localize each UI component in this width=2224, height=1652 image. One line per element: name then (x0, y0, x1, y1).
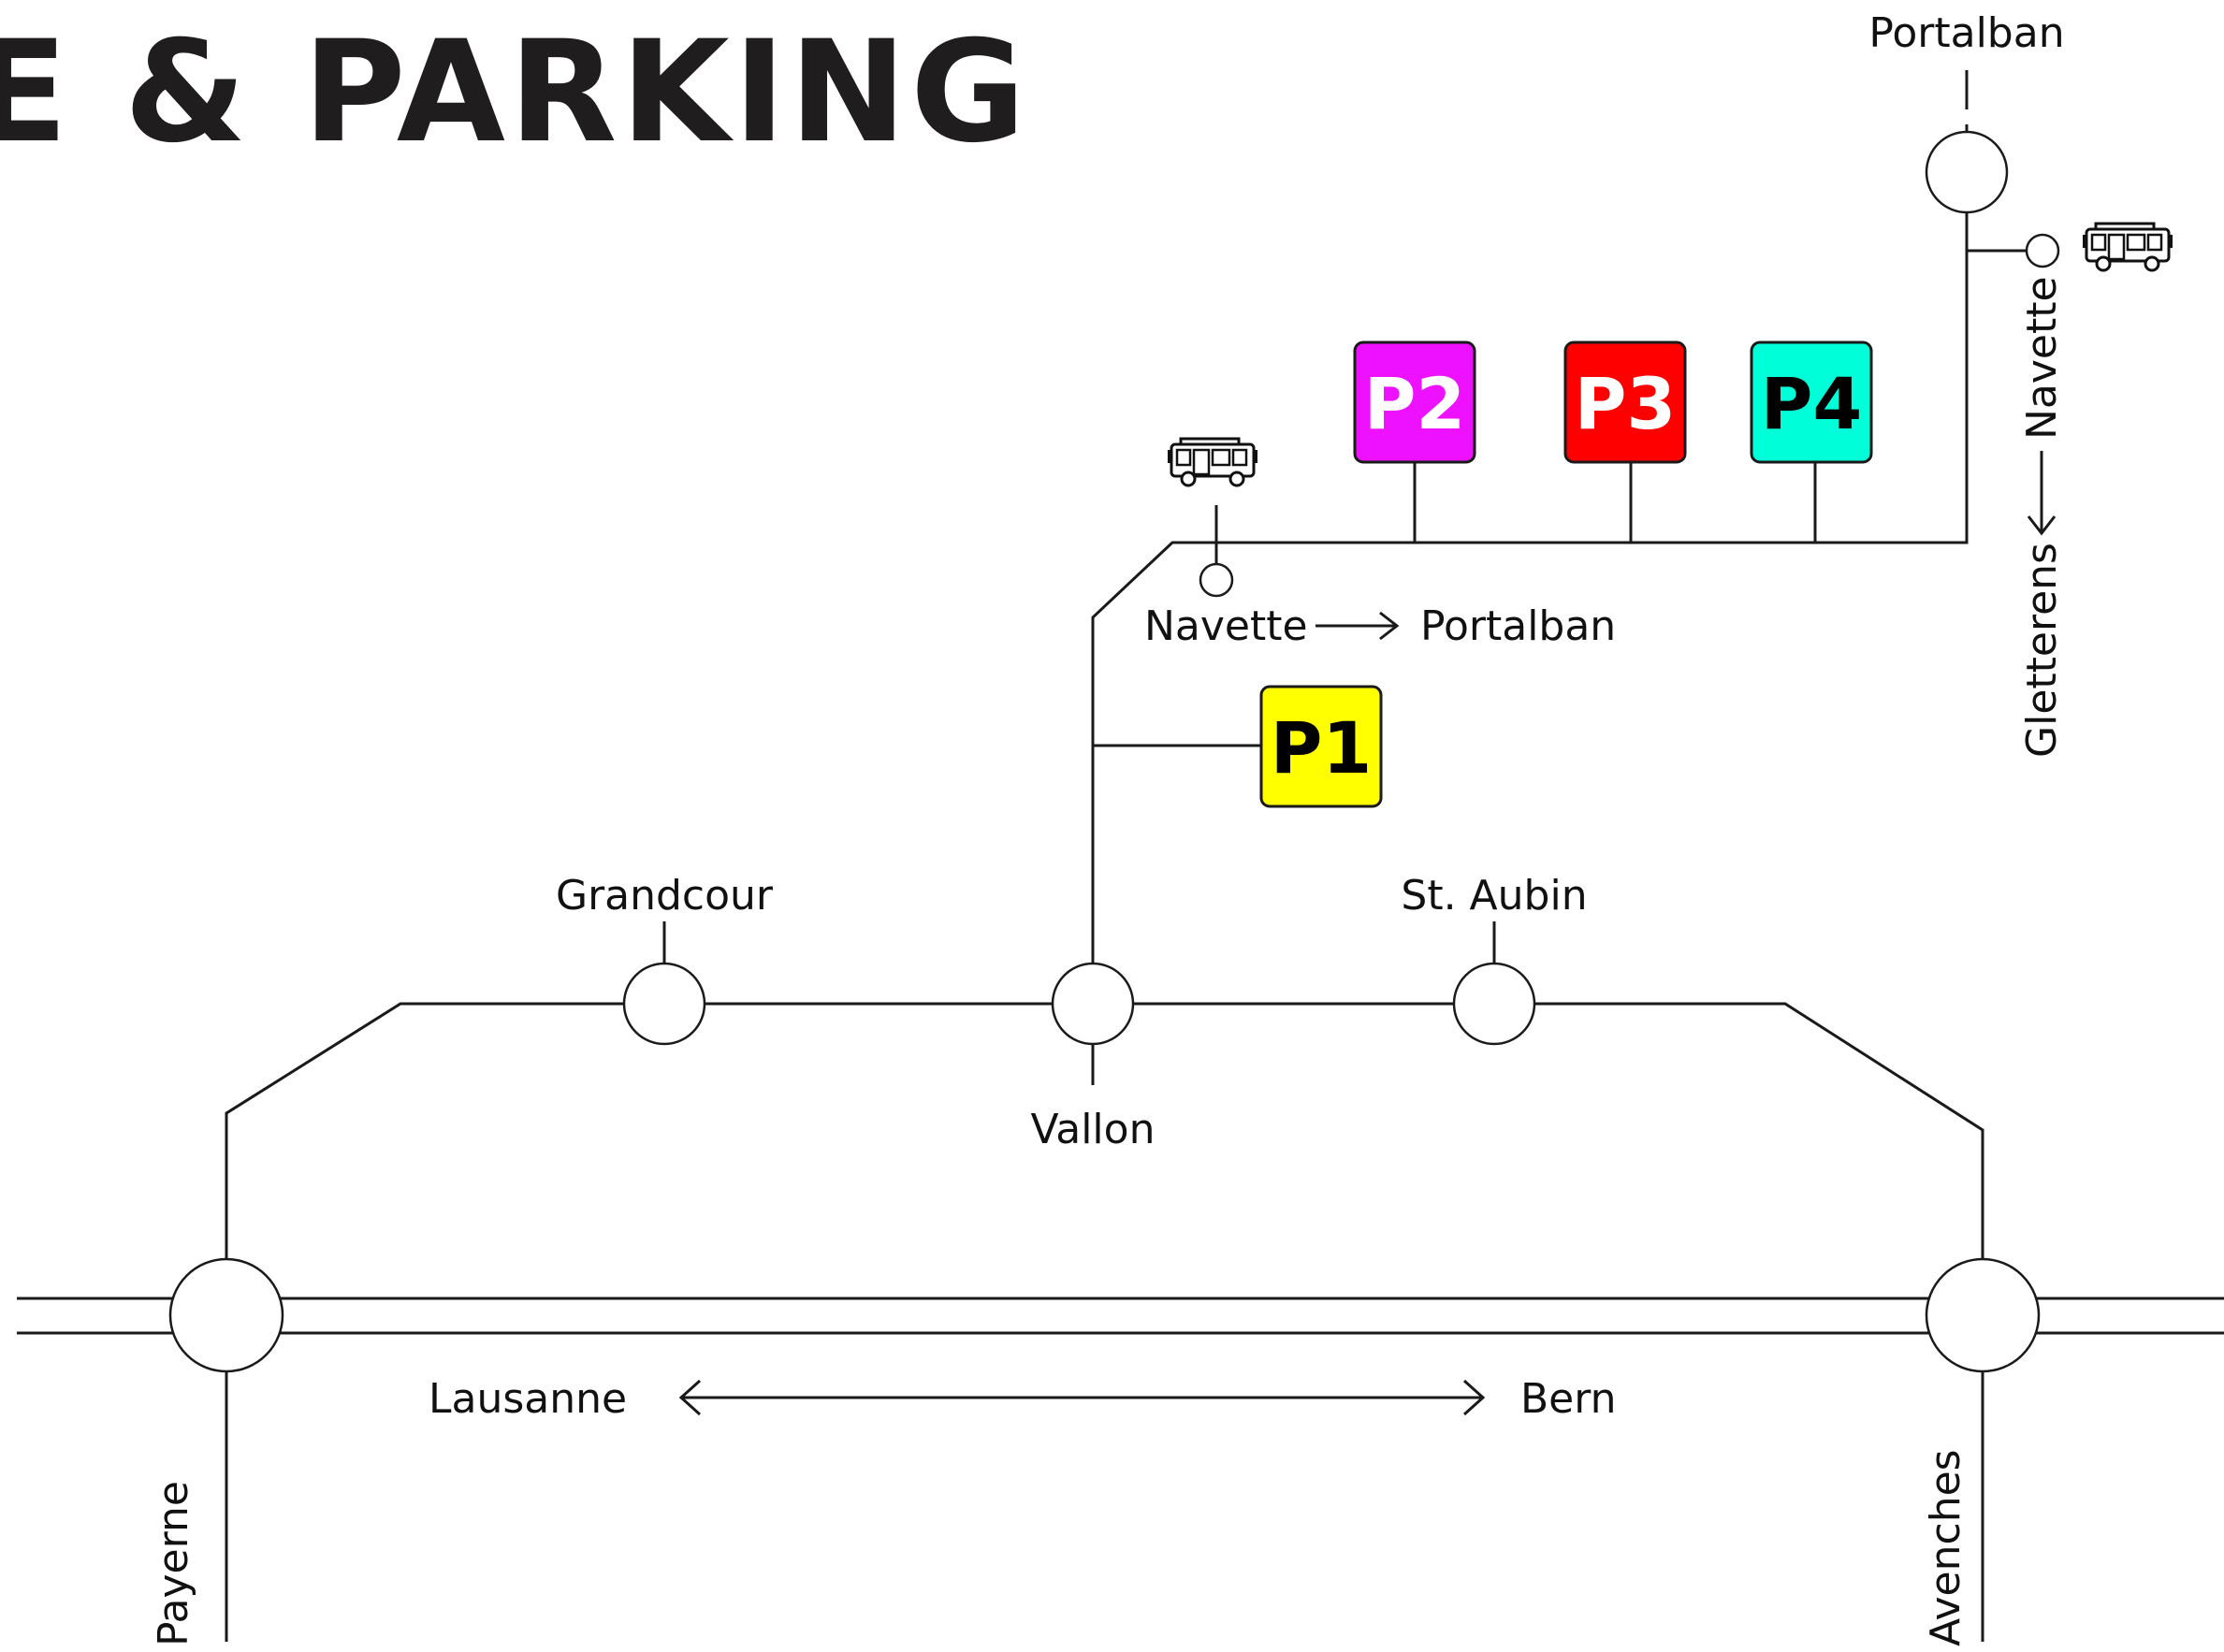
shuttle-stop-right[interactable] (2025, 233, 2060, 268)
station-label-grandcour: Grandcour (556, 872, 774, 920)
station-label-avenches: Avenches (1922, 1449, 1970, 1646)
shuttle-label-left: Navette (1144, 602, 1308, 650)
parking-p2-label: P2 (1364, 362, 1466, 445)
shuttle-stop-left[interactable] (1199, 562, 1234, 598)
station-label-st-aubin: St. Aubin (1401, 872, 1587, 920)
parking-p3-label: P3 (1575, 362, 1677, 445)
station-avenches[interactable] (1925, 1257, 2041, 1373)
shuttle-label-right: Navette (2018, 276, 2066, 440)
parking-p1-sign[interactable]: P1 (1259, 685, 1383, 808)
bus-icon (2081, 222, 2174, 272)
rail-label-lausanne: Lausanne (429, 1375, 627, 1423)
portalban-branch-line (1091, 124, 1969, 964)
station-label-portalban: Portalban (1868, 9, 2064, 57)
shuttle-label-left-dest: Portalban (1420, 602, 1616, 650)
station-label-vallon: Vallon (1031, 1106, 1156, 1153)
arrow-down-icon (2027, 451, 2057, 536)
station-vallon[interactable] (1051, 962, 1135, 1046)
station-grandcour[interactable] (622, 962, 706, 1046)
parking-p4-label: P4 (1761, 362, 1863, 445)
station-label-payerne: Payerne (150, 1481, 197, 1646)
arrow-right-icon (1316, 611, 1400, 641)
station-st-aubin[interactable] (1452, 962, 1536, 1046)
parking-p4-sign[interactable]: P4 (1750, 341, 1873, 464)
parking-p3-sign[interactable]: P3 (1563, 341, 1687, 464)
bus-icon (1166, 437, 1259, 487)
main-railway-line (17, 1297, 2224, 1335)
rail-label-bern: Bern (1520, 1375, 1616, 1423)
page-title: E & PARKING (0, 11, 1029, 174)
parking-p2-sign[interactable]: P2 (1353, 341, 1476, 464)
shuttle-label-right-dest: Gletterens (2018, 543, 2066, 758)
parking-p1-label: P1 (1271, 706, 1373, 790)
station-payerne[interactable] (168, 1257, 284, 1373)
double-arrow-icon (678, 1379, 1486, 1416)
regional-line (225, 1002, 1984, 1642)
station-portalban[interactable] (1925, 130, 2009, 214)
